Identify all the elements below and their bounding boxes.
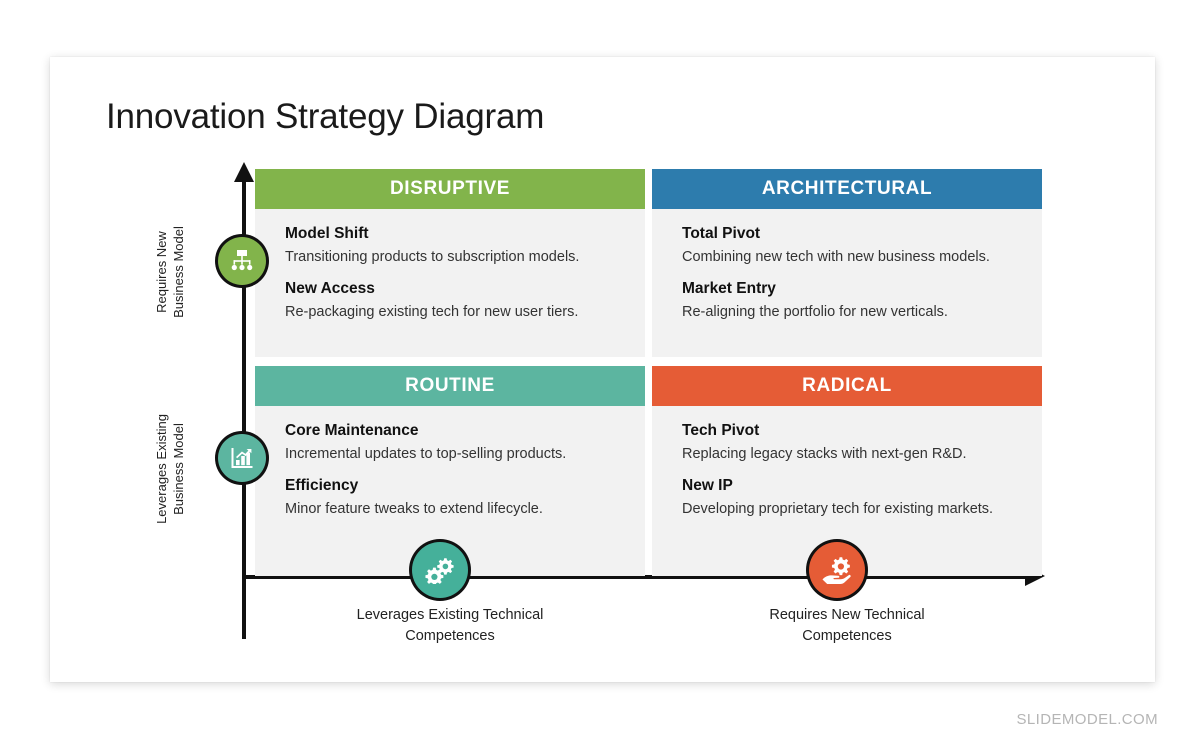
item-description: Combining new tech with new business mod… xyxy=(682,249,990,265)
slide-card: Innovation Strategy Diagram Requires New… xyxy=(50,57,1155,682)
innovation-strategy-matrix: Requires New Business Model Leverages Ex… xyxy=(50,57,1155,682)
item-title: New IP xyxy=(682,477,733,494)
item-title: Total Pivot xyxy=(682,225,761,242)
x-axis-line xyxy=(242,575,1032,579)
list-item: New IP Developing proprietary tech for e… xyxy=(682,477,1018,519)
item-title: Efficiency xyxy=(285,477,359,494)
item-description: Transitioning products to subscription m… xyxy=(285,249,580,265)
item-title: Model Shift xyxy=(285,225,369,242)
y-axis-label-bottom-line1: Leverages Existing xyxy=(154,414,169,524)
list-item: Total Pivot Combining new tech with new … xyxy=(682,225,1018,267)
org-chart-icon xyxy=(229,249,255,273)
quadrant-disruptive[interactable]: DISRUPTIVE Model Shift Transitioning pro… xyxy=(255,169,645,357)
item-description: Developing proprietary tech for existing… xyxy=(682,501,994,517)
quadrant-header-disruptive: DISRUPTIVE xyxy=(255,169,645,209)
quadrant-header-radical: RADICAL xyxy=(652,366,1042,406)
list-item: Model Shift Transitioning products to su… xyxy=(285,225,621,267)
page-title: Innovation Strategy Diagram xyxy=(106,97,545,136)
quadrant-radical[interactable]: RADICAL Tech Pivot Replacing legacy stac… xyxy=(652,366,1042,576)
badge-requires-new-business-model[interactable] xyxy=(218,237,266,285)
gears-icon xyxy=(425,556,455,584)
item-title: Market Entry xyxy=(682,280,776,297)
quadrant-routine[interactable]: ROUTINE Core Maintenance Incremental upd… xyxy=(255,366,645,576)
item-description: Incremental updates to top-selling produ… xyxy=(285,446,567,462)
x-axis-label-right-line2: Competences xyxy=(802,628,892,644)
x-axis-label-left-line2: Competences xyxy=(405,628,495,644)
item-description: Replacing legacy stacks with next-gen R&… xyxy=(682,446,967,462)
item-description: Re-packaging existing tech for new user … xyxy=(285,304,579,320)
y-axis-label-bottom: Leverages Existing Business Model xyxy=(153,404,187,534)
list-item: Market Entry Re-aligning the portfolio f… xyxy=(682,280,1018,322)
list-item: Core Maintenance Incremental updates to … xyxy=(285,422,621,464)
item-description: Re-aligning the portfolio for new vertic… xyxy=(682,304,948,320)
badge-requires-new-technical-competences[interactable] xyxy=(809,542,865,598)
quadrant-body-architectural: Total Pivot Combining new tech with new … xyxy=(652,209,1042,332)
y-axis-label-bottom-line2: Business Model xyxy=(171,423,186,515)
growth-chart-icon xyxy=(230,446,254,470)
watermark: SLIDEMODEL.COM xyxy=(1016,711,1158,728)
quadrant-architectural[interactable]: ARCHITECTURAL Total Pivot Combining new … xyxy=(652,169,1042,357)
x-axis-label-left: Leverages Existing Technical Competences xyxy=(300,605,600,647)
quadrant-header-architectural: ARCHITECTURAL xyxy=(652,169,1042,209)
x-axis-label-right: Requires New Technical Competences xyxy=(697,605,997,647)
x-axis-label-left-line1: Leverages Existing Technical xyxy=(356,607,544,623)
x-axis-label-right-line1: Requires New Technical xyxy=(769,607,925,623)
y-axis-arrowhead-icon xyxy=(234,162,254,182)
y-axis-label-top-line2: Business Model xyxy=(171,226,186,318)
quadrant-body-radical: Tech Pivot Replacing legacy stacks with … xyxy=(652,406,1042,529)
y-axis-label-top-line1: Requires New xyxy=(154,231,169,313)
badge-leverages-existing-business-model[interactable] xyxy=(218,434,266,482)
list-item: Tech Pivot Replacing legacy stacks with … xyxy=(682,422,1018,464)
y-axis-line xyxy=(242,179,246,639)
item-description: Minor feature tweaks to extend lifecycle… xyxy=(285,501,543,517)
badge-leverages-existing-technical-competences[interactable] xyxy=(412,542,468,598)
item-title: Tech Pivot xyxy=(682,422,760,439)
quadrant-header-routine: ROUTINE xyxy=(255,366,645,406)
y-axis-label-top: Requires New Business Model xyxy=(153,207,187,337)
item-title: Core Maintenance xyxy=(285,422,419,439)
list-item: New Access Re-packaging existing tech fo… xyxy=(285,280,621,322)
quadrant-body-disruptive: Model Shift Transitioning products to su… xyxy=(255,209,645,332)
item-title: New Access xyxy=(285,280,375,297)
list-item: Efficiency Minor feature tweaks to exten… xyxy=(285,477,621,519)
quadrant-body-routine: Core Maintenance Incremental updates to … xyxy=(255,406,645,529)
hand-gear-icon xyxy=(821,556,853,584)
